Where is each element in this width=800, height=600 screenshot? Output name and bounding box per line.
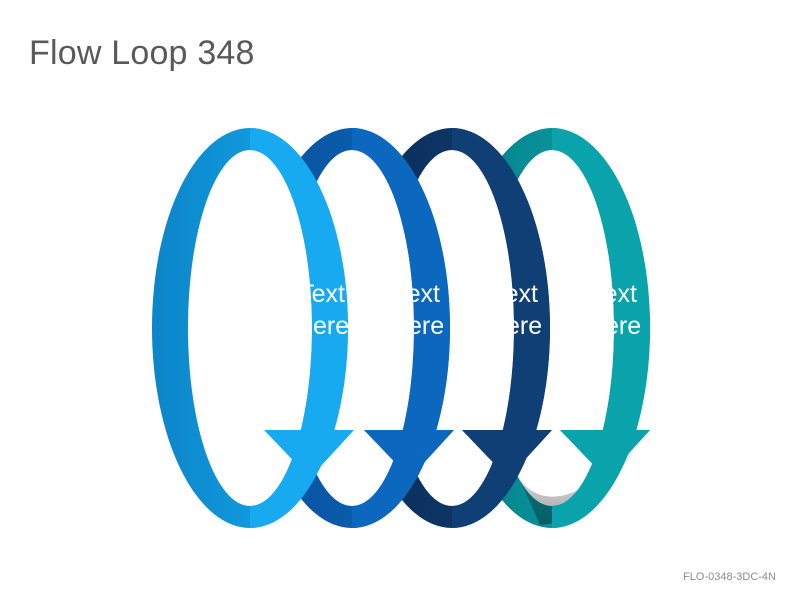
loop-1-label-line1: Text (299, 280, 345, 308)
loop-4-label-line1: Text (591, 280, 637, 308)
loop-4-label-line2: Here (587, 312, 641, 340)
loop-2-label-line2: Here (390, 312, 444, 340)
loop-2-arrow-front (364, 430, 454, 478)
loop-1-front (250, 128, 348, 528)
loop-3-arrow-front (462, 430, 552, 478)
loop-1-arrowhead (264, 430, 354, 478)
loop-1 (152, 128, 354, 528)
page-title: Flow Loop 348 (29, 34, 255, 72)
loop-4-shadow (520, 430, 650, 525)
loop-2-label-line1: Text (394, 280, 440, 308)
loop-1-hole (188, 150, 312, 506)
loop-2-front (352, 128, 450, 528)
footer-code: FLO-0348-3DC-4N (683, 571, 776, 583)
loop-3-label-line1: Text (492, 280, 538, 308)
loop-4-arrow-front (560, 430, 650, 478)
loop-1-label-line2: Here (295, 312, 349, 340)
loop-4-front (552, 128, 650, 528)
loop-3-label-line2: Here (488, 312, 542, 340)
loop-3-front (452, 128, 550, 528)
